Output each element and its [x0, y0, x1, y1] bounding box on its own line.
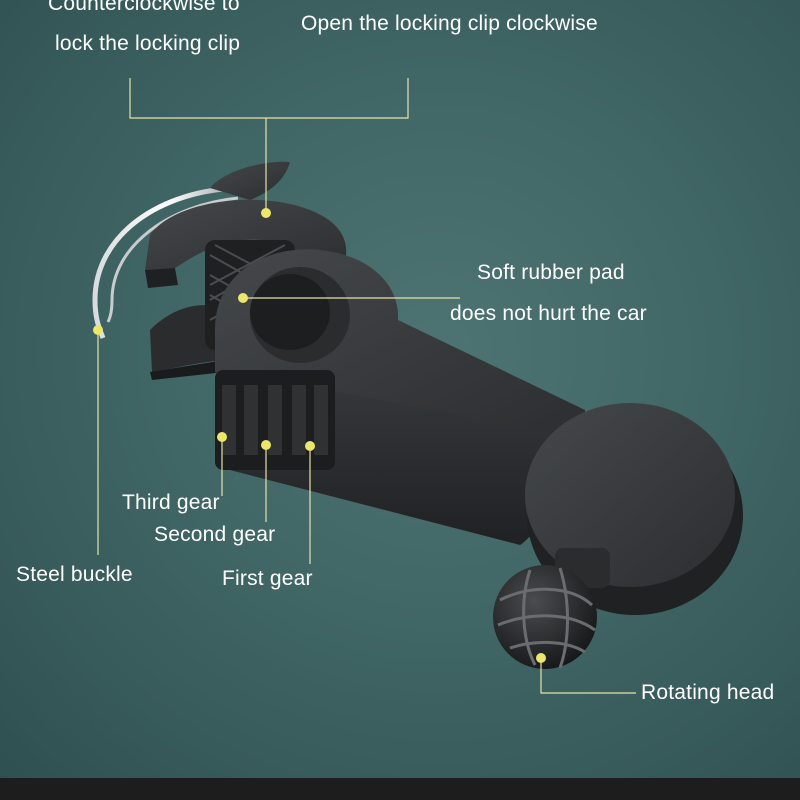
dot-second-gear [261, 440, 271, 450]
label-second-gear: Second gear [154, 523, 276, 546]
dot-steel-buckle [93, 325, 103, 335]
dot-soft-pad [238, 293, 248, 303]
leader-lines [97, 78, 636, 694]
label-counterclockwise-line1: Counterclockwise to [48, 0, 240, 15]
dot-locking-clip [261, 208, 271, 218]
locking-clip-fin [210, 161, 290, 200]
label-rotating-head: Rotating head [641, 681, 775, 704]
label-counterclockwise-line2: lock the locking clip [55, 32, 241, 55]
label-open-clockwise: Open the locking clip clockwise [301, 12, 598, 35]
dot-first-gear [305, 441, 315, 451]
leader-top-bracket [129, 78, 409, 119]
gear-teeth [222, 385, 328, 455]
product-diagram: Counterclockwise to lock the locking cli… [0, 0, 800, 778]
label-first-gear: First gear [222, 567, 313, 590]
leader-rotating-head [540, 658, 636, 694]
label-soft-pad-line1: Soft rubber pad [477, 261, 625, 284]
dot-rotating-head [536, 653, 546, 663]
label-steel-buckle: Steel buckle [16, 563, 133, 586]
ball-grooves [497, 567, 596, 669]
dot-third-gear [217, 432, 227, 442]
label-soft-pad-line2: does not hurt the car [450, 302, 647, 325]
hook-illustration [92, 78, 743, 694]
marker-dots [93, 208, 546, 663]
label-third-gear: Third gear [122, 491, 220, 514]
bottom-bar [0, 778, 800, 800]
